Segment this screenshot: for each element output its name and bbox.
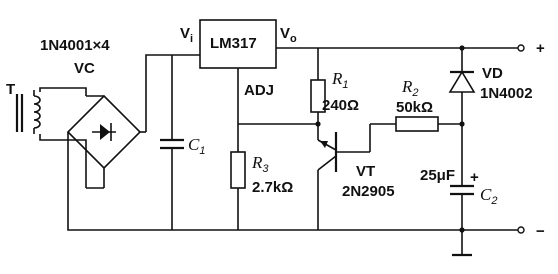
r2-label: R2: [401, 77, 419, 99]
output-terminals: [462, 44, 525, 234]
c2-value: 25μF: [420, 167, 455, 184]
bridge-type-label: VC: [74, 60, 95, 77]
diode-vd: [448, 45, 476, 186]
vd-label: VD: [482, 65, 503, 82]
vo-label: Vo: [280, 25, 297, 45]
resistor-r3: [230, 124, 246, 230]
c2-polarity: +: [470, 169, 479, 186]
capacitor-c1: [160, 55, 184, 230]
r2-value: 50kΩ: [396, 99, 433, 116]
transistor-vt: [317, 124, 371, 230]
vd-part: 1N4002: [480, 85, 533, 102]
bridge-part-label: 1N4001×4: [40, 37, 110, 54]
resistor-r1: [310, 48, 326, 140]
vt-part: 2N2905: [342, 183, 395, 200]
output-plus-terminal: [517, 44, 525, 52]
resistor-r2: [370, 116, 462, 132]
transformer-label: T: [6, 81, 15, 98]
output-minus-label: −: [536, 223, 545, 240]
c1-label: C1: [188, 135, 205, 157]
r3-label: R3: [251, 153, 269, 175]
vi-label: Vi: [180, 25, 193, 45]
transformer-t: [15, 87, 87, 188]
bridge-rectifier: [66, 54, 462, 231]
regulator-lm317: [199, 19, 518, 124]
c2-label: C2: [480, 185, 497, 207]
r1-value: 240Ω: [322, 97, 359, 114]
output-plus-label: +: [536, 40, 545, 57]
regulator-label: LM317: [210, 35, 257, 52]
adj-label: ADJ: [244, 82, 274, 99]
r3-value: 2.7kΩ: [252, 179, 293, 196]
r1-label: R1: [331, 69, 349, 91]
output-minus-terminal: [517, 226, 525, 234]
vt-label: VT: [356, 163, 375, 180]
capacitor-c2: [450, 121, 474, 255]
